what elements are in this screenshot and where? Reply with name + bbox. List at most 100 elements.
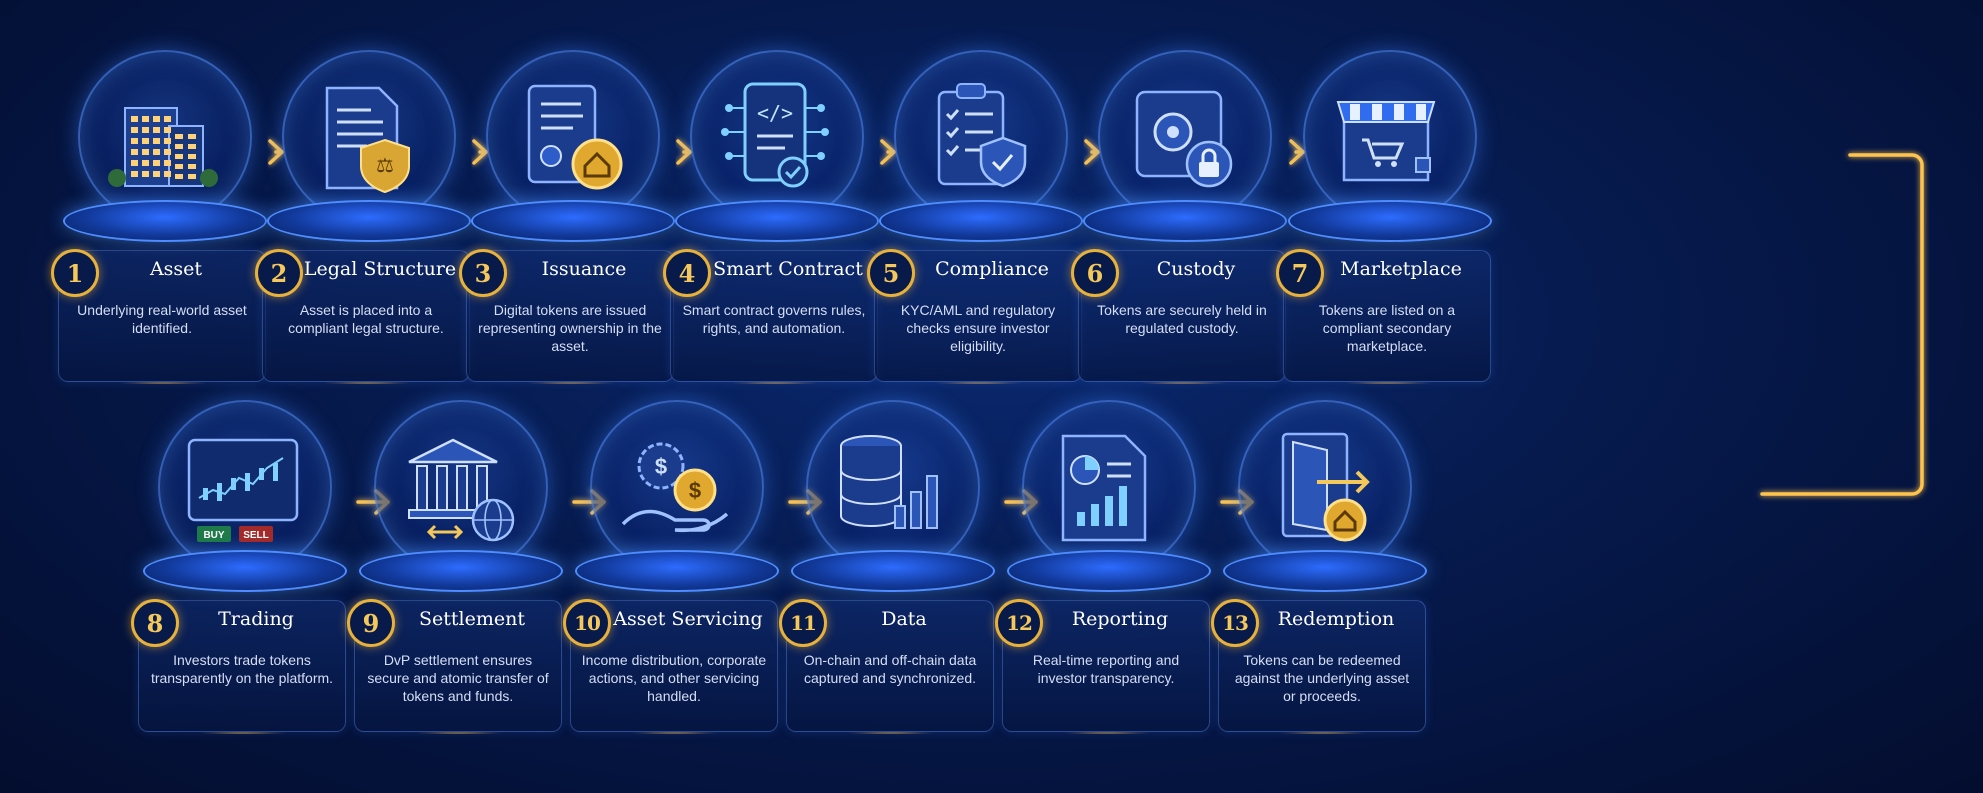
step-pedestal [879,200,1083,242]
step-title: Redemption [1277,608,1395,630]
card-underglow [1278,732,1368,734]
step-title: Settlement [419,608,525,630]
card-underglow [414,732,504,734]
card-underglow [1062,732,1152,734]
step-number-badge: 9 [347,599,395,647]
step-pedestal [1223,550,1427,592]
step-number-badge: 8 [131,599,179,647]
step-pedestal [359,550,563,592]
card-underglow [1138,382,1228,384]
step-number-badge: 3 [459,249,507,297]
storefront-icon [1336,101,1436,182]
step-description: Real-time reporting and investor transpa… [1032,652,1180,686]
building-icon [108,107,218,187]
step-title: Asset Servicing [613,608,763,630]
step-number-badge: 4 [663,249,711,297]
certificate-token-icon [527,84,623,190]
step-description: DvP settlement ensures secure and atomic… [367,652,549,704]
report-icon [1061,434,1147,542]
svg-text:$: $ [655,454,667,479]
trading-chart-icon: BUY SELL [187,438,299,542]
safe-lock-icon [1135,90,1233,188]
step-description: Income distribution, corporate actions, … [581,652,767,704]
step-number-badge: 6 [1071,249,1119,297]
step-title: Asset [149,258,203,280]
step-title: Reporting [1071,608,1169,630]
step-title: Data [881,608,927,630]
step-number-badge: 1 [51,249,99,297]
step-description: Tokens can be redeemed against the under… [1234,652,1410,704]
step-description: KYC/AML and regulatory checks ensure inv… [900,302,1056,354]
hand-coin-gear-icon: $ $ [621,442,729,533]
wraparound-connector [1760,153,1924,496]
step-description: Smart contract governs rules, rights, an… [682,302,866,336]
svg-text:$: $ [689,478,701,503]
step-pedestal [1007,550,1211,592]
legal-document-icon: ⚖ [325,86,410,194]
step-title: Legal Structure [303,258,457,280]
card-underglow [846,732,936,734]
step-description: Digital tokens are issued representing o… [478,302,662,354]
step-number-badge: 10 [563,599,611,647]
step-title: Smart Contract [713,258,863,280]
bank-globe-icon [408,438,515,542]
step-title: Trading [218,608,294,630]
card-underglow [630,732,720,734]
step-title: Compliance [935,258,1049,280]
card-underglow [934,382,1024,384]
step-pedestal [675,200,879,242]
card-underglow [526,382,616,384]
buy-label: BUY [203,530,224,541]
card-underglow [1343,382,1433,384]
step-pedestal [143,550,347,592]
step-number-badge: 7 [1276,249,1324,297]
svg-text:</>: </> [757,101,793,125]
step-number-badge: 2 [255,249,303,297]
step-pedestal [575,550,779,592]
step-description: Underlying real-world asset identified. [77,302,247,336]
smart-contract-icon: </> [721,82,829,188]
card-underglow [730,382,820,384]
svg-text:⚖: ⚖ [376,155,394,177]
step-description: Tokens are securely held in regulated cu… [1097,302,1267,336]
step-title: Marketplace [1340,258,1462,280]
card-underglow [198,732,288,734]
step-pedestal [471,200,675,242]
step-pedestal [1083,200,1287,242]
step-title: Custody [1156,258,1236,280]
step-pedestal [267,200,471,242]
step-title: Issuance [541,258,627,280]
card-underglow [118,382,208,384]
card-underglow [322,382,412,384]
step-description: Tokens are listed on a compliant seconda… [1318,302,1456,354]
step-number-badge: 12 [995,599,1043,647]
step-pedestal [791,550,995,592]
step-pedestal [1288,200,1492,242]
checklist-shield-icon [937,83,1027,188]
step-pedestal [63,200,267,242]
step-number-badge: 11 [779,599,827,647]
